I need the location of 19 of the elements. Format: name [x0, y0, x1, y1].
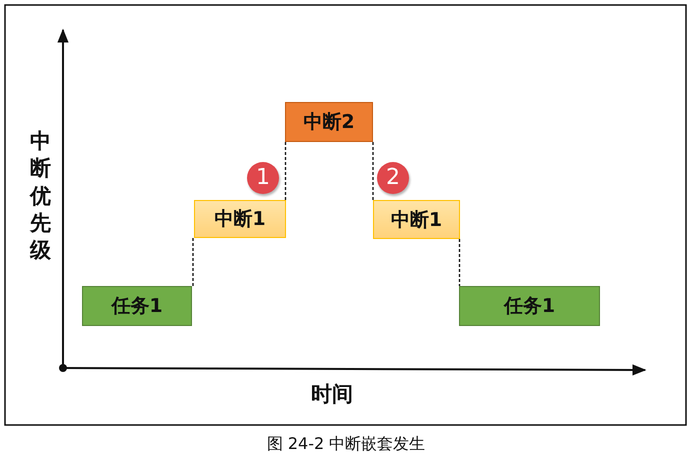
figure-caption: 图 24-2 中断嵌套发生	[266, 434, 426, 455]
interrupt-bar	[373, 200, 460, 239]
interrupt-bar	[194, 200, 286, 238]
dashed-connector	[192, 238, 194, 286]
axis-title: 中断优先级	[30, 128, 51, 264]
box-label: 任务1	[504, 294, 556, 319]
box-label: 中断1	[390, 208, 442, 232]
task-bar	[82, 286, 192, 326]
task-bar	[459, 286, 600, 326]
dashed-connector	[372, 142, 374, 200]
interrupt-bar	[285, 102, 373, 142]
box-label: 中断1	[214, 207, 266, 232]
callout-number: 2	[377, 162, 409, 194]
dashed-connector	[458, 239, 460, 286]
box-label: 任务1	[111, 294, 163, 319]
box-label: 中断2	[303, 110, 355, 135]
callout-number: 1	[247, 162, 279, 194]
dashed-connector	[284, 142, 286, 200]
axis-title: 时间	[311, 381, 353, 408]
